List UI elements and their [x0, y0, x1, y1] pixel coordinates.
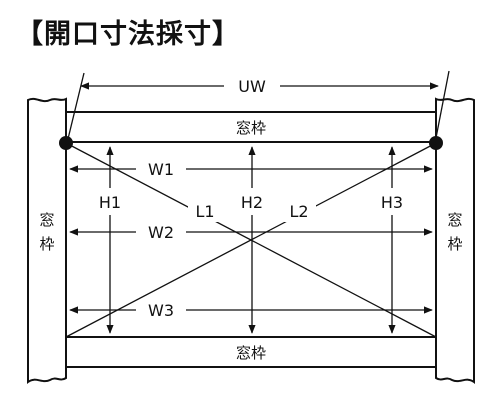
l1-label: L1	[195, 202, 214, 221]
w2-label: W2	[148, 223, 174, 242]
h2-label: H2	[241, 193, 263, 212]
h3-label: H3	[381, 193, 403, 212]
h1-label: H1	[99, 193, 121, 212]
right-frame-post	[435, 97, 475, 384]
right-frame-label-1: 窓	[447, 211, 462, 229]
w1-label: W1	[148, 160, 174, 179]
left-frame-post	[27, 97, 67, 384]
l2-label: L2	[289, 202, 308, 221]
w3-label: W3	[148, 301, 174, 320]
uw-label: UW	[238, 77, 266, 96]
top-frame-label: 窓枠	[236, 119, 266, 137]
left-frame-label-2: 枠	[39, 235, 54, 253]
page-title: 【開口寸法採寸】	[16, 19, 240, 50]
bottom-frame-label: 窓枠	[236, 344, 266, 362]
l2-diagonal	[65, 142, 437, 338]
left-frame-label-1: 窓	[39, 211, 54, 229]
right-frame-label-2: 枠	[447, 235, 462, 253]
